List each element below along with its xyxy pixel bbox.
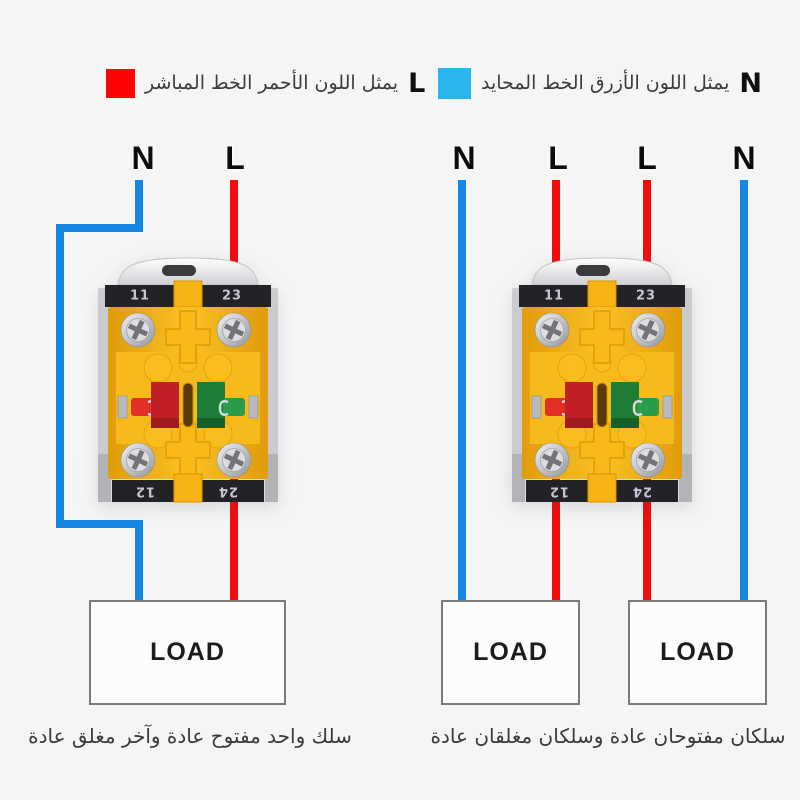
legend-item-neutral: يمثل اللون الأزرق الخط المحايد N	[438, 66, 762, 100]
push-button-switch-image	[512, 256, 692, 506]
wire-label-right-n1: N	[452, 140, 476, 176]
terminal-number-24: 24	[631, 483, 653, 499]
legend-neutral-text: يمثل اللون الأزرق الخط المحايد	[481, 72, 730, 94]
wire-label-right-n2: N	[732, 140, 756, 176]
load-label: LOAD	[660, 638, 735, 666]
push-button-switch-right: 11 23 12 24	[512, 256, 692, 506]
load-box: LOAD	[441, 600, 580, 705]
neutral-wire-segment	[56, 224, 64, 528]
neutral-wire-segment	[135, 520, 143, 600]
load-label: LOAD	[473, 638, 548, 666]
push-button-switch-left: 11 23 12 24	[98, 256, 278, 506]
load-box: LOAD	[628, 600, 767, 705]
neutral-wire-segment	[135, 180, 143, 232]
terminal-number-11: 11	[129, 288, 151, 304]
neutral-color-swatch	[438, 67, 471, 99]
legend-live-text: يمثل اللون الأحمر الخط المباشر	[145, 72, 399, 94]
neutral-wire-segment	[56, 520, 143, 528]
terminal-number-12: 12	[134, 483, 156, 499]
wire-label-right-l2: L	[637, 140, 657, 176]
load-label: LOAD	[150, 638, 225, 666]
caption-right-diagram: سلكان مفتوحان عادة وسلكان مغلقان عادة	[430, 724, 786, 748]
wire-label-right-l1: L	[548, 140, 568, 176]
caption-left-diagram: سلك واحد مفتوح عادة وآخر مغلق عادة	[28, 724, 352, 748]
terminal-number-12: 12	[548, 483, 570, 499]
terminal-number-11: 11	[543, 288, 565, 304]
terminal-number-23: 23	[221, 288, 243, 304]
push-button-switch-image	[98, 256, 278, 506]
neutral-wire	[458, 180, 466, 600]
legend-live-letter: L	[408, 67, 426, 99]
wire-label-left-n: N	[131, 140, 155, 176]
wire-label-left-l: L	[225, 140, 245, 176]
neutral-wire	[740, 180, 748, 600]
terminal-number-23: 23	[635, 288, 657, 304]
terminal-number-24: 24	[217, 483, 239, 499]
neutral-wire-segment	[56, 224, 143, 232]
load-box: LOAD	[89, 600, 286, 705]
live-color-swatch	[106, 68, 135, 98]
legend-item-live: يمثل اللون الأحمر الخط المباشر L	[106, 66, 425, 100]
legend-neutral-letter: N	[739, 67, 762, 99]
